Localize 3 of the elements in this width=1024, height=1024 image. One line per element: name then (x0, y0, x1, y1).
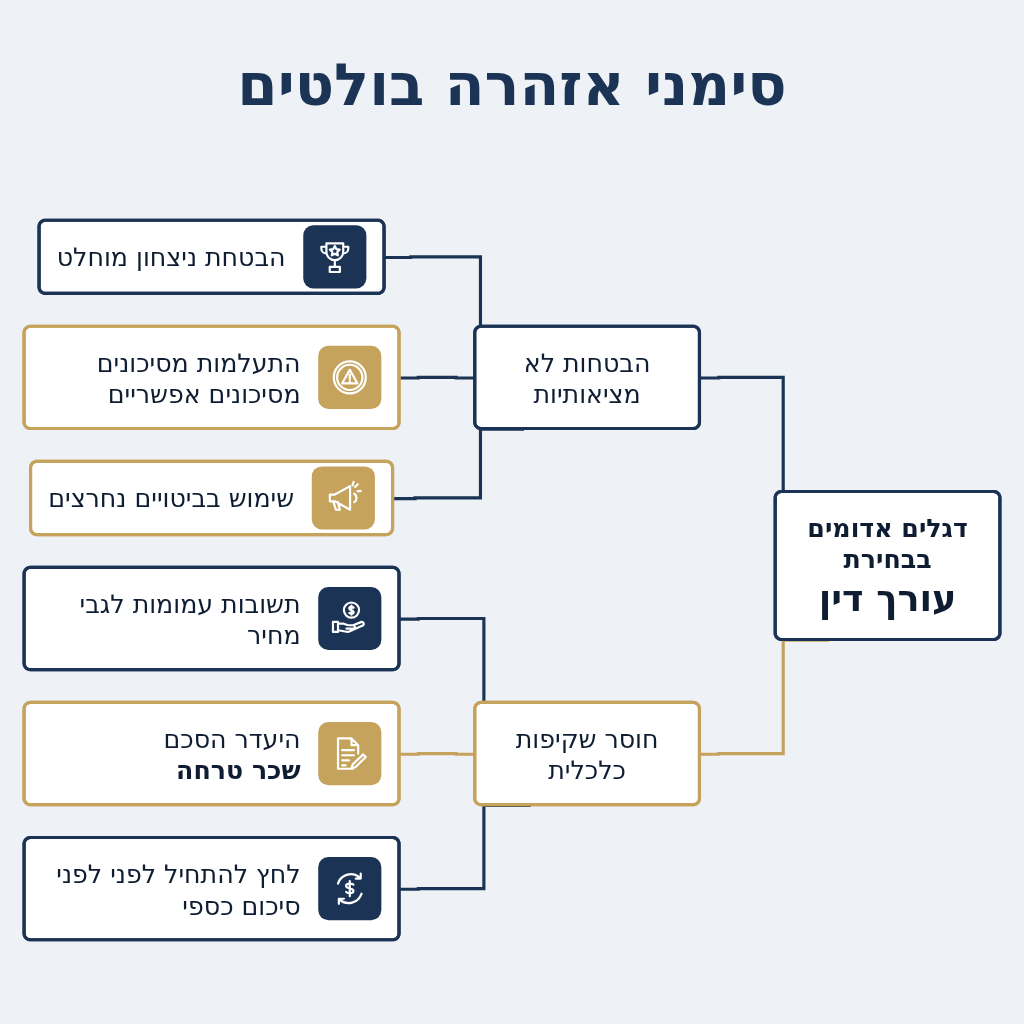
connector (399, 752, 476, 756)
connector (399, 375, 476, 380)
title: סימני אזהרה בולטים (237, 52, 787, 119)
